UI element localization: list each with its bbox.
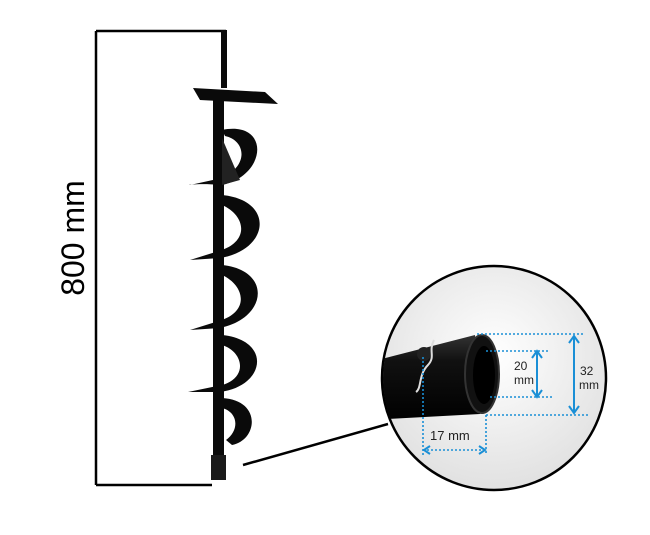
measure-arrows	[422, 334, 580, 455]
auger-image	[188, 30, 278, 480]
length-label: 800 mm	[55, 180, 91, 296]
outer-diameter-value: 32	[580, 364, 594, 378]
shaft-end-photo	[383, 334, 500, 420]
outer-diameter-unit: mm	[579, 378, 599, 392]
measure-guides	[422, 333, 588, 455]
pin-distance-label: 17 mm	[430, 428, 470, 443]
inner-diameter-value: 20	[514, 359, 528, 373]
detail-inset: 20 mm 32 mm 17 mm	[380, 264, 608, 492]
length-dimension-bracket	[94, 29, 226, 487]
inner-diameter-unit: mm	[514, 373, 534, 387]
callout-connector	[242, 422, 389, 467]
hitch-pin-clip	[415, 339, 435, 393]
